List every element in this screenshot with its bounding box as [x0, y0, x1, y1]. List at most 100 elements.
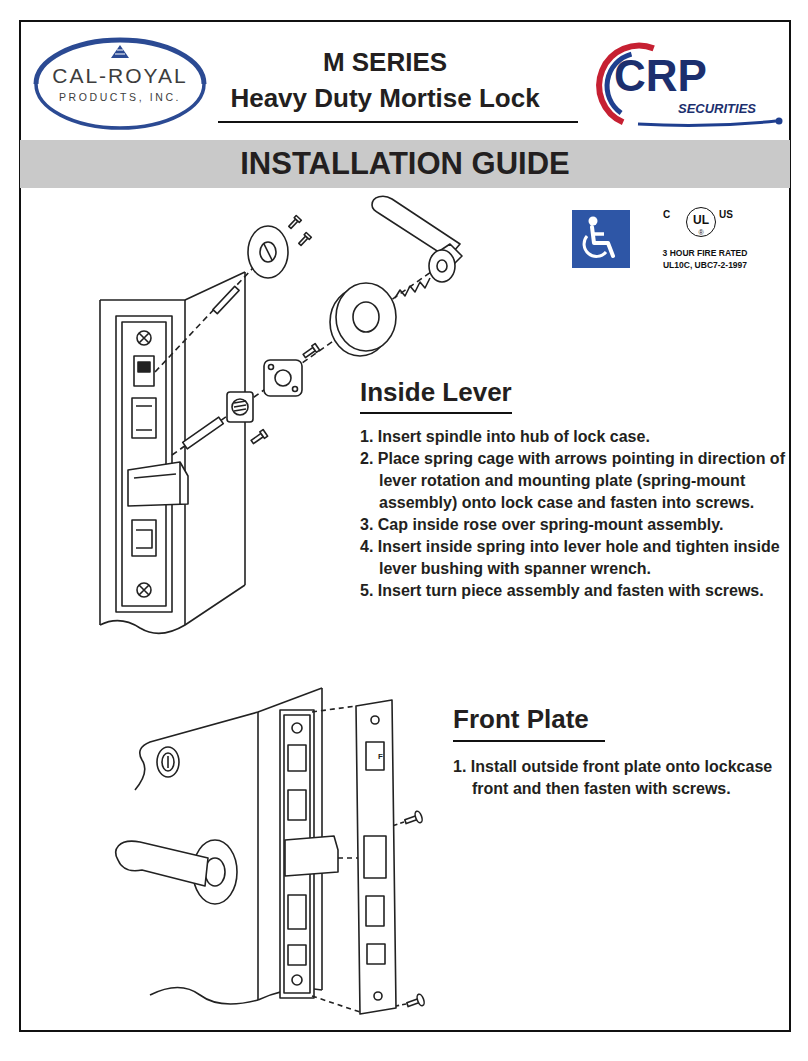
heading-rule — [453, 740, 605, 742]
label-slot: Front Plate — [453, 703, 589, 735]
exploded-parts — [227, 392, 253, 422]
label-slot: 3 HOUR FIRE RATED — [645, 247, 765, 259]
mark-country: C — [663, 209, 670, 221]
exploded-parts — [353, 302, 379, 332]
label-slot: 5. Insert turn piece assembly and fasten… — [360, 580, 785, 602]
exploded-parts — [264, 360, 302, 396]
exploded-parts — [250, 430, 268, 446]
step-text: 3. Cap inside rose over spring-mount ass… — [360, 514, 785, 536]
exploded-parts — [260, 430, 268, 439]
door-illustration — [132, 520, 156, 556]
exploded-parts — [172, 262, 445, 455]
door-illustration — [134, 356, 154, 386]
exploded-parts — [264, 360, 302, 396]
door-illustration — [139, 585, 149, 595]
label-slot: UL10C, UBC7-2-1997 — [645, 259, 765, 271]
label-slot: 2. Place spring cage with arrows pointin… — [360, 448, 785, 514]
exploded-parts — [294, 215, 301, 222]
door-illustration — [100, 272, 245, 633]
exploded-parts — [155, 252, 268, 372]
door-illustration — [99, 300, 101, 625]
exploded-parts — [429, 250, 455, 282]
door-illustration — [128, 462, 188, 506]
partner-subtitle: SECURITIES — [678, 102, 788, 116]
stamp-letter: F — [378, 752, 383, 761]
door-illustration — [100, 272, 245, 300]
exploded-parts — [293, 387, 298, 392]
exploded-parts — [312, 344, 320, 353]
door-illustration — [116, 688, 338, 1004]
front-plate — [366, 742, 384, 770]
door-illustration — [136, 530, 152, 548]
brand-logo: CAL-ROYAL PRODUCTS, INC. — [30, 36, 210, 132]
label-slot: 1. Install outside front plate onto lock… — [453, 756, 788, 800]
exploded-parts — [336, 283, 396, 351]
exploded-parts — [248, 226, 288, 278]
door-illustration — [257, 712, 259, 1000]
exploded-parts — [395, 278, 430, 298]
certification-mark: UL® — [686, 207, 716, 237]
exploded-parts — [234, 401, 246, 411]
section-heading: Front Plate — [453, 703, 589, 735]
front-plate — [371, 716, 379, 724]
logo-mark — [115, 50, 125, 54]
front-plate — [405, 993, 425, 1010]
door-illustration — [288, 945, 306, 965]
accessibility-icon — [589, 217, 598, 226]
door-illustration — [288, 790, 306, 820]
brand-subtitle: PRODUCTS, INC. — [59, 91, 181, 104]
exploded-parts — [183, 417, 224, 449]
exploded-parts — [297, 232, 311, 246]
exploded-parts — [155, 196, 462, 455]
door-illustration — [162, 753, 174, 771]
section-band: INSTALLATION GUIDE — [20, 140, 790, 188]
page-border — [20, 21, 790, 1031]
partner-logo: CRP SECURITIES — [578, 40, 788, 132]
front-plate — [414, 810, 424, 823]
title: M SERIES — [195, 46, 575, 78]
label-slot: Heavy Duty Mortise Lock — [195, 82, 575, 114]
exploded-parts — [287, 215, 301, 229]
door-illustration — [184, 300, 186, 625]
logo-arc — [36, 84, 204, 128]
brand-name: CAL-ROYAL — [52, 64, 187, 88]
front-plate — [366, 896, 384, 926]
front-plate — [356, 700, 396, 1014]
door-illustration — [288, 745, 306, 771]
door-illustration — [244, 272, 246, 585]
exploded-parts — [275, 370, 291, 386]
exploded-parts — [232, 399, 248, 415]
label-slot: US — [719, 209, 733, 221]
accessibility-icon — [593, 232, 604, 236]
door-illustration — [137, 331, 151, 345]
step-text: 5. Insert turn piece assembly and fasten… — [360, 580, 785, 602]
step-text: 1. Install outside front plate onto lock… — [453, 756, 788, 800]
step-text: 1. Insert spindle into hub of lock case. — [360, 426, 785, 448]
accessibility-icon — [572, 210, 630, 268]
mark-country: US — [719, 209, 733, 221]
door-illustration — [134, 462, 180, 505]
door-illustration — [288, 895, 306, 929]
door-illustration — [136, 406, 152, 430]
door-illustration — [138, 362, 150, 372]
section-heading: Inside Lever — [360, 376, 512, 408]
front-plate — [374, 992, 382, 1000]
exploded-parts — [213, 286, 239, 313]
mark-letters: UL — [687, 211, 715, 229]
partner-name: CRP — [614, 54, 788, 98]
door-illustration — [157, 747, 179, 777]
door-illustration — [135, 712, 258, 790]
front-plate — [403, 810, 423, 827]
front-plate — [416, 993, 426, 1006]
exploded-parts — [437, 260, 447, 272]
mark-registered: ® — [687, 229, 715, 236]
exploded-parts — [183, 417, 224, 449]
rating-note: UL10C, UBC7-2-1997 — [645, 259, 765, 271]
title-slot: M SERIES — [195, 46, 575, 78]
door-illustration — [292, 723, 302, 733]
door-illustration — [122, 322, 166, 606]
step-text: 4. Insert inside spring into lever hole … — [360, 536, 785, 580]
rating-note: 3 HOUR FIRE RATED — [645, 247, 765, 259]
exploded-parts — [213, 286, 239, 313]
exploded-parts — [260, 242, 276, 262]
